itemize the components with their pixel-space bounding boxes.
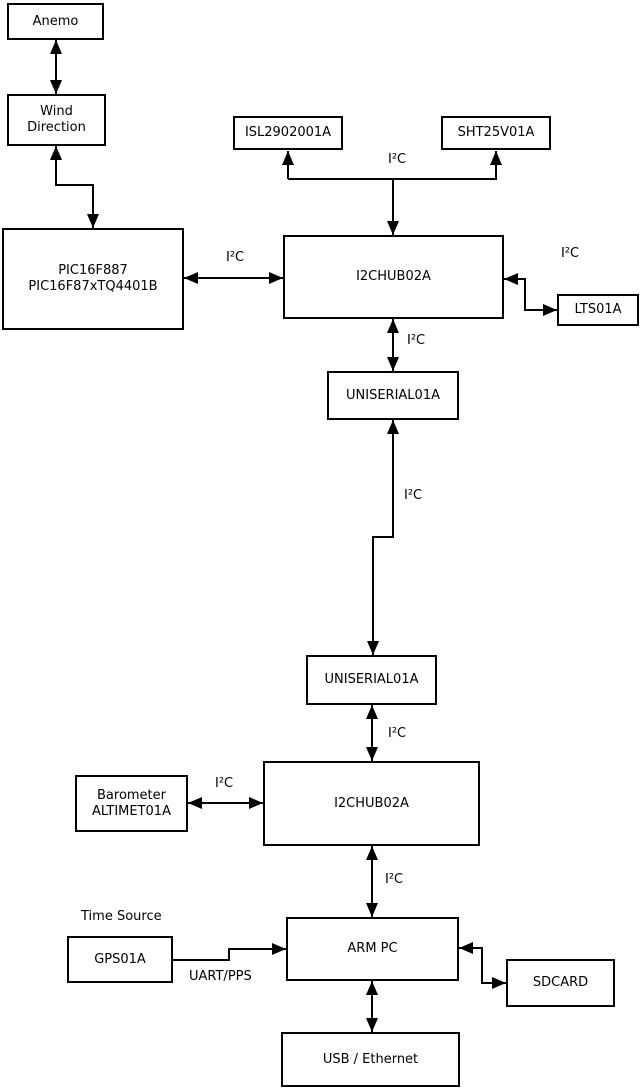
node-wind-direction: Wind Direction — [7, 94, 106, 146]
edge-label-i2c-bus-top: I²C — [388, 152, 407, 167]
node-pic16f887: PIC16F887 PIC16F87xTQ4401B — [2, 228, 184, 330]
node-uniserial01a-2: UNISERIAL01A — [306, 655, 437, 705]
edge-label-uart-pps: UART/PPS — [189, 969, 252, 984]
node-uniserial01a-1: UNISERIAL01A — [327, 371, 459, 420]
node-isl2902001a: ISL2902001A — [233, 116, 343, 150]
node-arm-pc: ARM PC — [286, 917, 459, 981]
edge-label-i2c-hub2-armpc: I²C — [385, 872, 404, 887]
edge-label-i2c-uniserial-link: I²C — [404, 488, 423, 503]
node-usb-ethernet: USB / Ethernet — [281, 1032, 460, 1087]
node-lts01a: LTS01A — [557, 294, 639, 326]
edge-label-i2c-uniserial2-hub2: I²C — [388, 726, 407, 741]
edge-gps-armpc — [173, 943, 286, 961]
node-gps01a: GPS01A — [67, 936, 173, 983]
edge-armpc-sdcard — [459, 942, 506, 989]
edge-uniserial1-uniserial2 — [367, 420, 399, 655]
node-barometer: Barometer ALTIMET01A — [75, 775, 188, 832]
edge-label-i2c-hub1-uniserial1: I²C — [407, 333, 426, 348]
edge-label-i2c-pic-hub1: I²C — [226, 250, 245, 265]
edge-label-time-source: Time Source — [81, 909, 162, 924]
edge-label-i2c-hub1-lts: I²C — [561, 246, 580, 261]
node-anemo: Anemo — [7, 3, 104, 40]
node-i2chub02a-1: I2CHUB02A — [283, 235, 504, 319]
edge-winddirection-pic — [50, 146, 99, 228]
node-i2chub02a-2: I2CHUB02A — [263, 761, 480, 846]
node-sdcard: SDCARD — [506, 959, 615, 1007]
edge-i2chub1-lts — [504, 273, 557, 316]
node-sht25v01a: SHT25V01A — [441, 116, 551, 150]
edge-label-i2c-barometer-hub2: I²C — [215, 776, 234, 791]
